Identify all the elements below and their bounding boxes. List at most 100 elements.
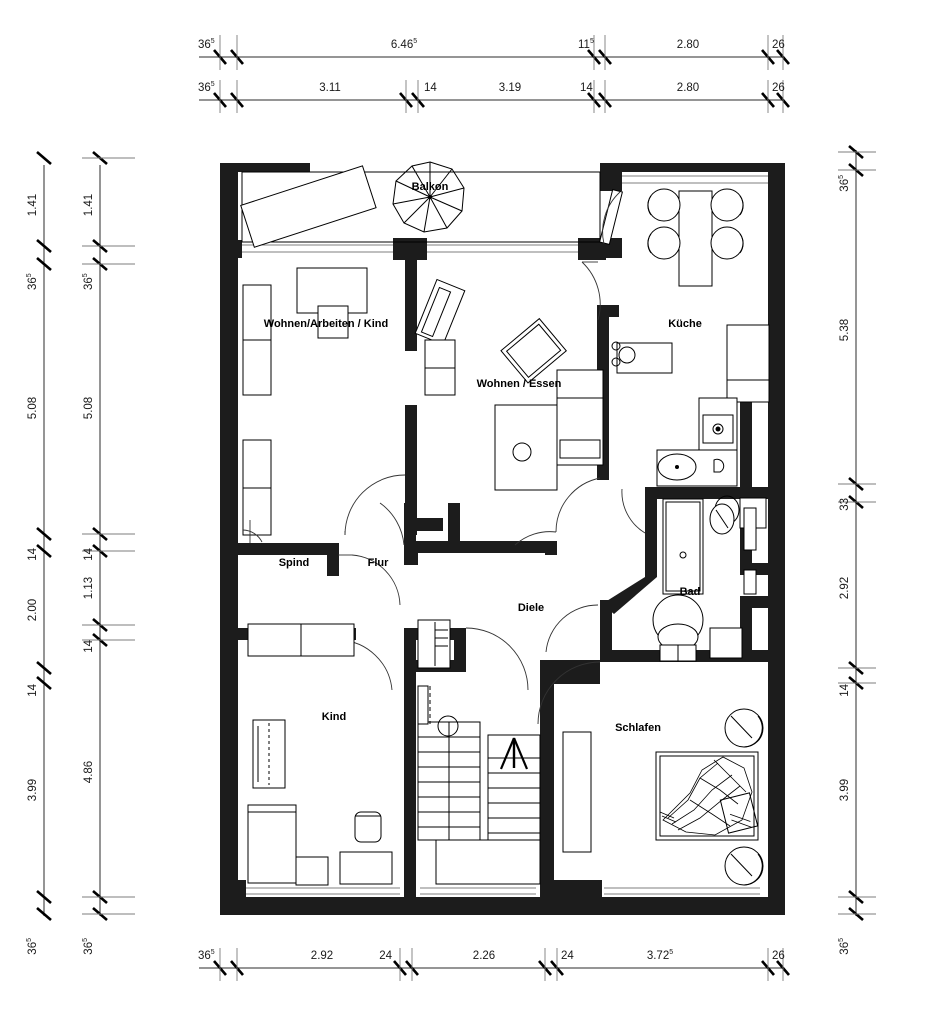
bath-cabinet	[709, 627, 743, 659]
dim-top-inner-3: 3.19	[499, 82, 521, 94]
window-glazing-bottom	[246, 887, 536, 895]
dim-top-inner-0: 36	[198, 82, 211, 94]
dim-top-inner-0-sup: 5	[211, 81, 215, 88]
stool	[295, 856, 329, 886]
dim-top-inner-4: 14	[580, 82, 593, 94]
dim-bottom-4: 24	[561, 950, 574, 962]
dim-left-outer-7-sup: 5	[82, 938, 89, 942]
room-diele: Diele	[417, 602, 601, 725]
dim-right-6-sup: 5	[838, 938, 845, 942]
dim-left-outer-2: 5.08	[83, 397, 95, 419]
room-wohnen-arbeiten-kind: Wohnen/Arbeiten / Kind	[242, 267, 466, 536]
dim-left-inner-1: 36	[27, 277, 39, 290]
stair-landing-edge	[417, 685, 429, 725]
room-label-kind: Kind	[322, 711, 346, 723]
dim-bottom-5: 3.72	[647, 950, 669, 962]
svg-text:365: 365	[82, 273, 95, 290]
svg-text:365: 365	[82, 938, 95, 955]
balcony-area: Balkon	[240, 161, 601, 248]
balcony-lounger	[240, 165, 377, 248]
dimension-chain-left-inner: 1.41 365 5.08 14 2.00 14 3.99 365	[26, 151, 52, 955]
dim-top-inner-6: 26	[772, 82, 785, 94]
dim-right-4: 14	[839, 683, 851, 696]
dim-top-inner-2: 14	[424, 82, 437, 94]
dim-right-5: 3.99	[839, 779, 851, 801]
staircase	[417, 685, 541, 885]
room-schlafen: Schlafen	[562, 708, 764, 895]
dimension-chain-top-outer: 36 5 6.465 115 2.80 26	[198, 35, 790, 70]
towel-rail	[743, 507, 757, 551]
coat-rack	[417, 619, 451, 669]
stair-treads-right	[488, 757, 540, 834]
dimension-chain-bottom: 365 2.92 24 2.26 24 3.725 26	[198, 948, 790, 981]
dining-table	[678, 190, 713, 287]
dim-top-outer-2-sup: 5	[590, 38, 594, 45]
dim-left-outer-6: 4.86	[83, 761, 95, 783]
svg-text:6.465: 6.465	[391, 38, 417, 51]
door-swing-spind-inner	[242, 529, 263, 543]
dim-top-outer-2: 11	[578, 39, 590, 51]
balcony-parasol-icon	[392, 161, 465, 233]
dim-bottom-5-sup: 5	[669, 949, 673, 956]
dim-right-0-sup: 5	[838, 175, 845, 179]
schlafen-window	[604, 887, 760, 895]
door-swing-schlafen	[537, 661, 601, 725]
room-label-flur: Flur	[368, 557, 389, 569]
svg-text:365: 365	[198, 81, 215, 94]
door-swing-diele	[555, 477, 601, 533]
door-swing-flur-upper	[351, 554, 401, 606]
dim-left-outer-3: 14	[83, 547, 95, 560]
dim-top-outer-0: 36	[198, 39, 211, 51]
dim-left-outer-0: 1.41	[83, 194, 95, 216]
building-walls	[220, 163, 785, 915]
dim-left-outer-7: 36	[83, 942, 95, 955]
room-label-wohnen-arbeiten: Wohnen/Arbeiten / Kind	[264, 318, 388, 330]
svg-text:365: 365	[198, 949, 215, 962]
svg-text:3.725: 3.725	[647, 949, 673, 962]
dim-bottom-2: 24	[379, 950, 392, 962]
dim-top-outer-3: 2.80	[677, 39, 699, 51]
room-label-kueche: Küche	[668, 318, 702, 330]
door-swing-kueche	[621, 488, 646, 534]
dim-right-6: 36	[839, 942, 851, 955]
dim-right-2: 33	[839, 498, 851, 511]
dim-right-0: 36	[839, 179, 851, 192]
door-swing-bad	[545, 604, 599, 653]
door-swing-corridor	[514, 531, 557, 546]
dim-left-inner-6: 3.99	[27, 779, 39, 801]
dim-bottom-1: 2.92	[311, 950, 333, 962]
dim-left-outer-5: 14	[83, 639, 95, 652]
dim-bottom-0: 36	[198, 950, 211, 962]
door-swing-spind	[379, 502, 405, 546]
facade-glazing	[242, 175, 768, 253]
room-label-schlafen: Schlafen	[615, 722, 661, 734]
dimension-chain-right: 365 5.38 33 2.92 14 3.99 365	[838, 145, 876, 955]
svg-text:365: 365	[838, 175, 851, 192]
sofa	[494, 404, 558, 491]
kind-chair	[354, 811, 382, 843]
room-label-diele: Diele	[518, 602, 544, 614]
dimension-chain-top-inner: 365 3.11 14 3.19 14 2.80 26	[198, 80, 790, 113]
kitchen-counter	[616, 342, 673, 374]
svg-text:365: 365	[26, 273, 39, 290]
dim-left-inner-7: 36	[27, 942, 39, 955]
dim-left-inner-3: 14	[27, 547, 39, 560]
dim-top-outer-4: 26	[772, 39, 785, 51]
dim-bottom-0-sup: 5	[211, 949, 215, 956]
dim-left-outer-1-sup: 5	[82, 273, 89, 277]
room-label-balkon: Balkon	[412, 181, 449, 193]
room-label-wohnen-essen: Wohnen / Essen	[477, 378, 562, 390]
svg-text:365: 365	[838, 938, 851, 955]
dim-right-3: 2.92	[839, 577, 851, 599]
svg-text:115: 115	[578, 38, 594, 51]
dim-bottom-6: 26	[772, 950, 785, 962]
dim-left-inner-4: 2.00	[27, 599, 39, 621]
stair-direction-arrow-icon	[499, 737, 529, 770]
room-label-spind: Spind	[279, 557, 310, 569]
room-wohnen-essen: Wohnen / Essen	[477, 261, 604, 546]
dim-left-inner-1-sup: 5	[26, 273, 33, 277]
stair-treads-left	[418, 722, 480, 840]
dim-top-outer-1: 6.46	[391, 39, 413, 51]
